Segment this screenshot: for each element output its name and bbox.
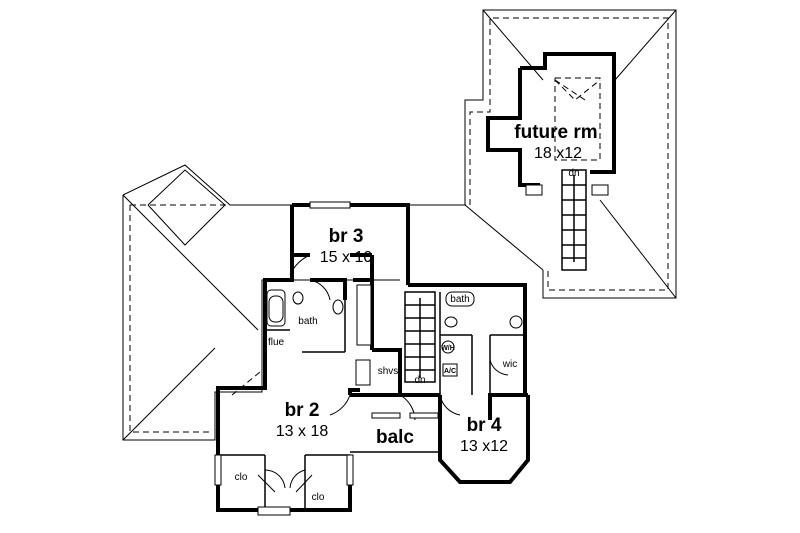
windows [214,201,439,516]
future-room-size: 18 x12 [534,145,582,162]
main-walls [216,203,530,512]
br2-size: 13 x 18 [276,423,329,440]
future-room-stair-label: dn [568,168,579,179]
main-stair [404,291,436,383]
flue-label: flue [268,337,285,348]
stair-dn-label: dn [414,375,425,386]
wh-label: W/H [441,345,455,352]
bath-main-label: bath [298,316,317,327]
door-swings [257,254,509,493]
br4-size: 13 x12 [460,438,508,455]
clo-right-label: clo [312,492,325,503]
overhang-lines [129,17,669,433]
br3-name: br 3 [329,226,364,247]
ac-label: A/C [444,368,456,375]
clo-left-label: clo [235,472,248,483]
future-room-stair [561,169,587,271]
bath-upper-label: bath [450,294,469,305]
balc-name: balc [376,427,414,448]
br3-size: 15 x 10 [320,249,373,266]
br2-name: br 2 [285,400,320,421]
bath-fixtures [266,284,523,386]
shvs-label: shvs [378,366,399,377]
future-room-name: future rm [514,122,597,143]
future-room [486,52,616,271]
wic-label: wic [502,359,517,370]
br4-name: br 4 [467,415,502,436]
interior-walls [218,292,525,510]
